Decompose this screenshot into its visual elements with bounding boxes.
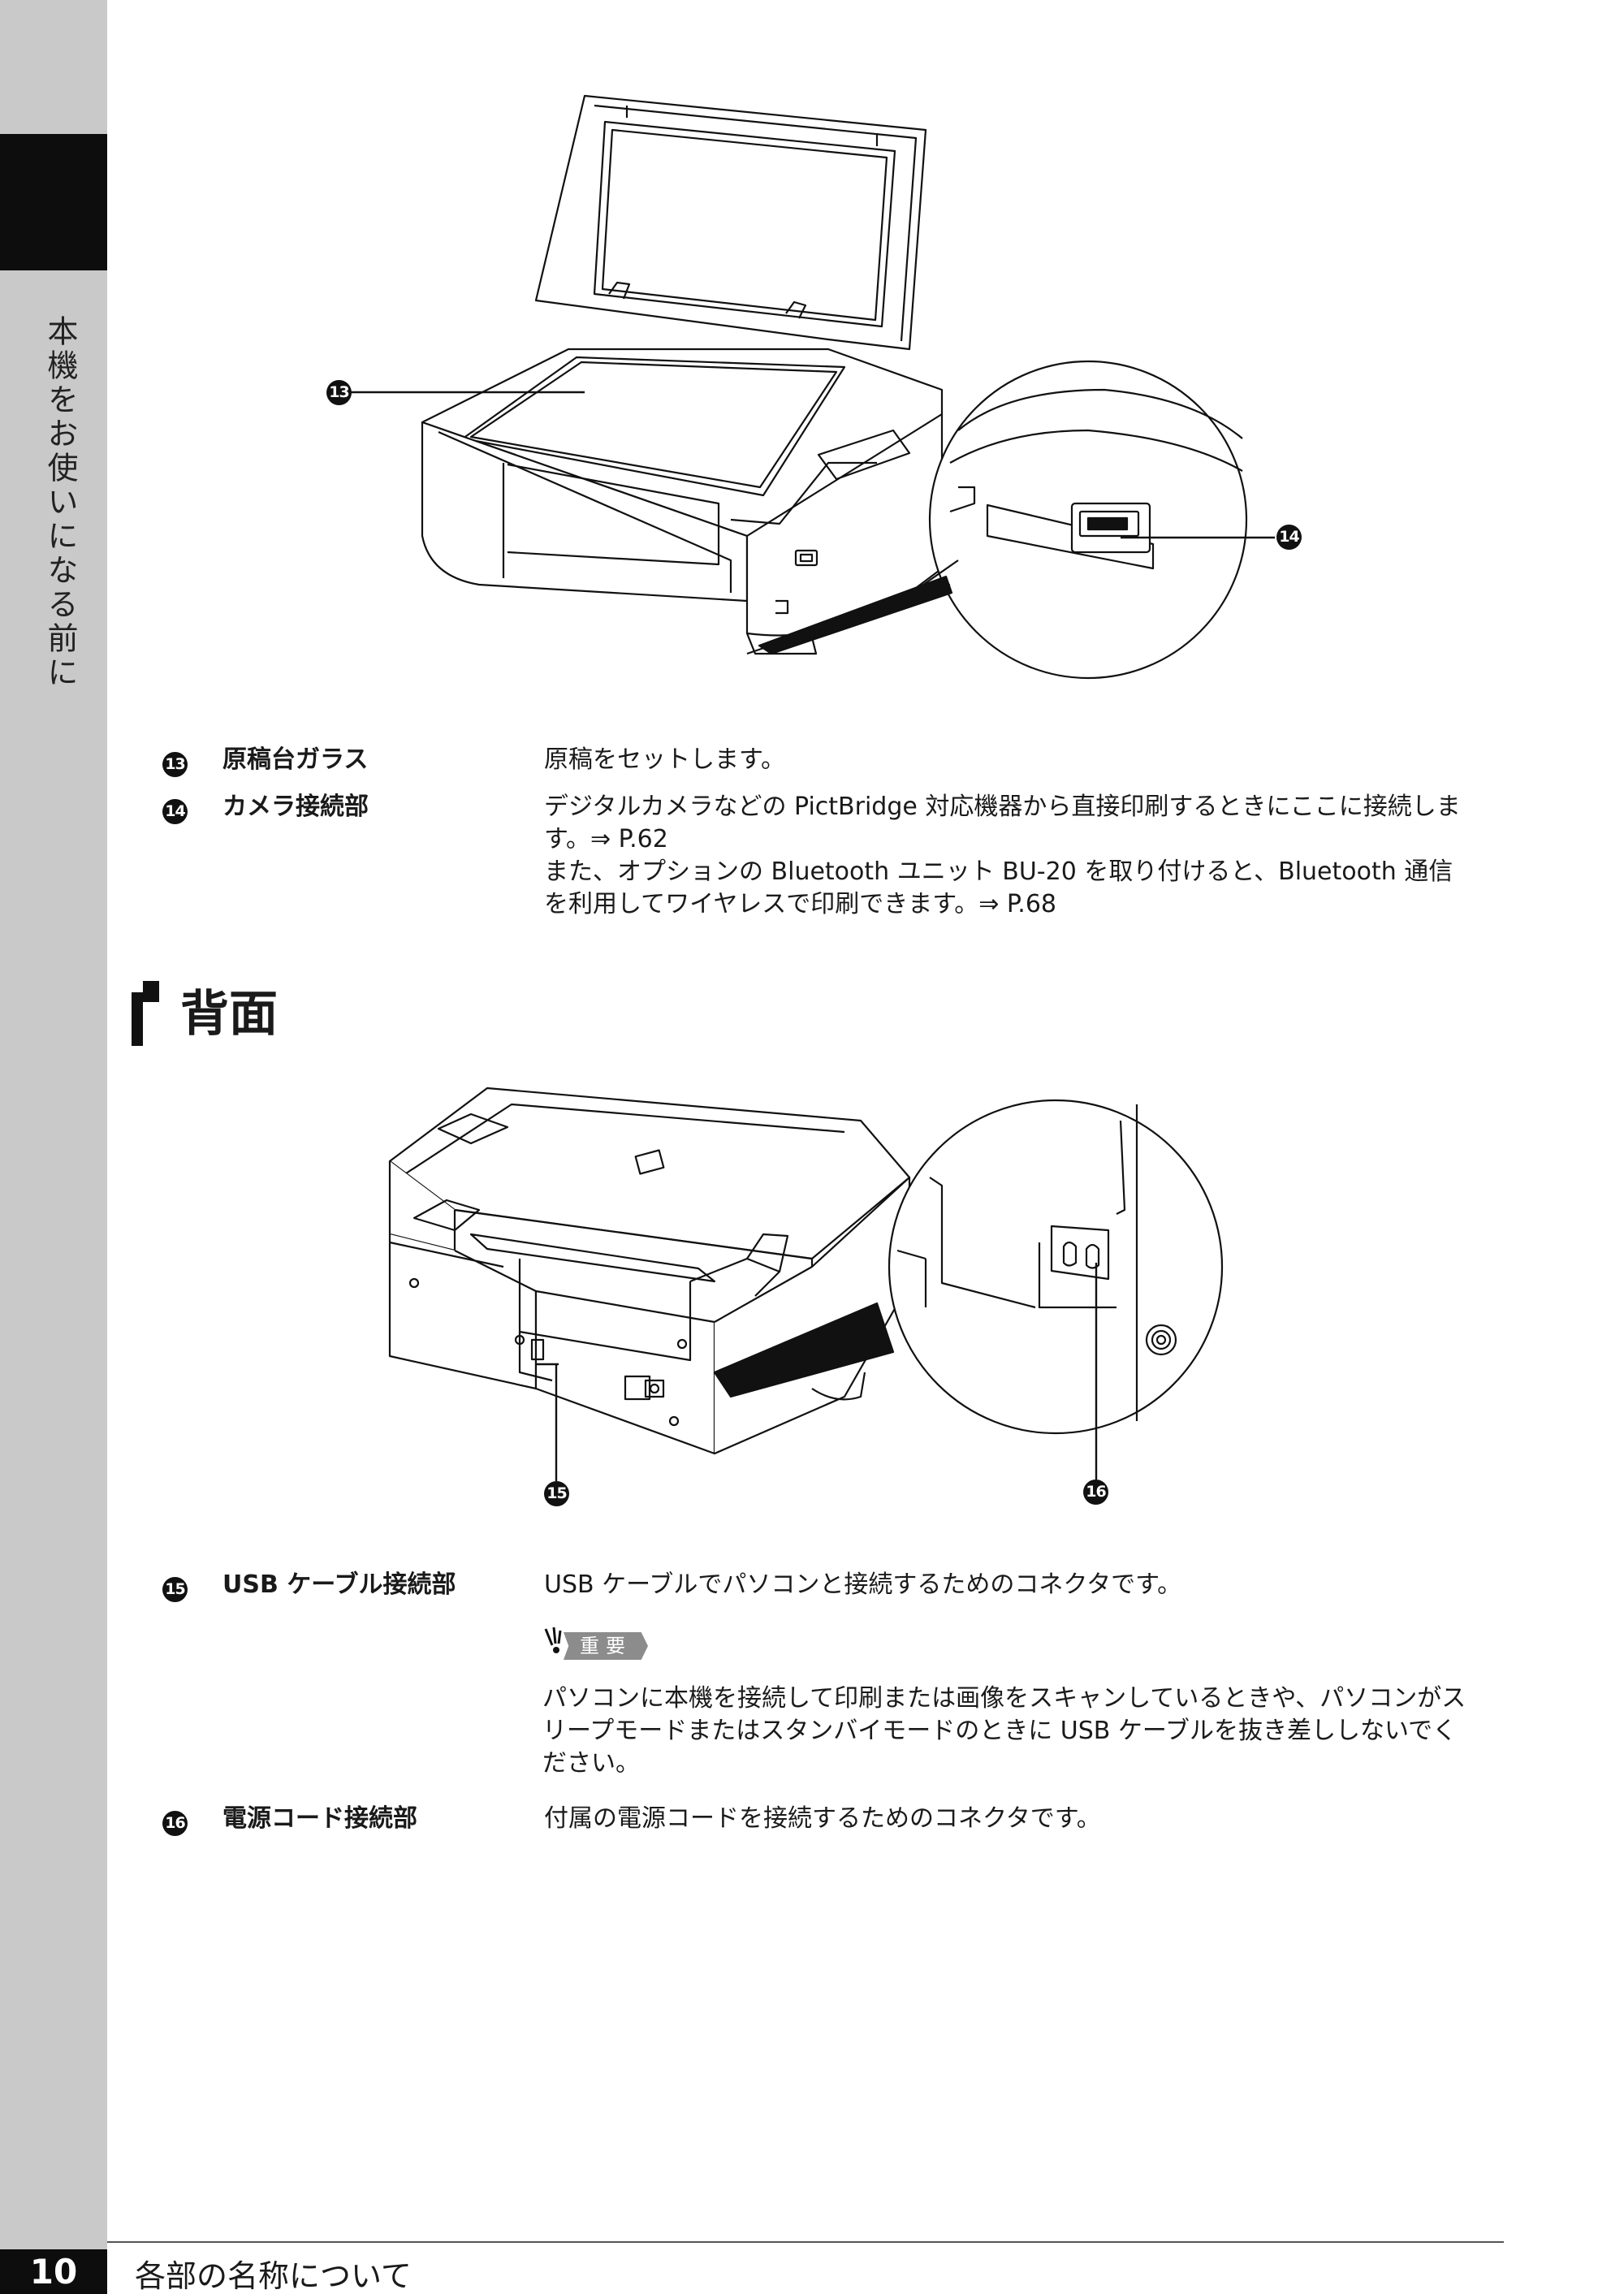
part-desc-15-line-1: USB ケーブルでパソコンと接続するためのコネクタです。 [544,1570,1182,1599]
part-number-14: 14 [162,799,188,824]
part-number-13: 13 [162,752,188,777]
important-note-line-3: ださい。 [542,1749,640,1778]
printer-rear-illustration: 15 16 [357,1064,1299,1519]
important-note-line-2: リープモードまたはスタンバイモードのときに USB ケーブルを抜き差ししないでく [542,1717,1458,1745]
part-desc-14-line-4: を利用してワイヤレスで印刷できます。⇒ P.68 [544,890,1057,918]
part-number-15: 15 [162,1577,188,1602]
callout-14-label: 14 [1276,525,1302,550]
part-name-15: USB ケーブル接続部 [222,1570,456,1599]
important-note-line-1: パソコンに本機を接続して印刷または画像をスキャンしているときや、パソコンがス [542,1684,1466,1713]
part-desc-13: 原稿をセットします。 [544,744,1510,776]
part-desc-14: デジタルカメラなどの PictBridge 対応機器から直接印刷するときにここに… [544,791,1510,921]
important-label: 重要 [564,1632,648,1660]
callout-16-label: 16 [1083,1480,1108,1505]
part-desc-15: USB ケーブルでパソコンと接続するためのコネクタです。 [544,1569,1510,1601]
important-badge: 重要 [542,1626,656,1663]
important-note: パソコンに本機を接続して印刷または画像をスキャンしているときや、パソコンがス リ… [542,1683,1517,1780]
side-tab-label: 本機をお使いになる前に [42,315,78,690]
callout-15-label: 15 [544,1481,569,1506]
section-title: 背面 [180,986,278,1043]
part-desc-16-line-1: 付属の電源コードを接続するためのコネクタです。 [544,1804,1101,1833]
part-desc-16: 付属の電源コードを接続するためのコネクタです。 [544,1803,1510,1835]
part-desc-14-line-2: す。⇒ P.62 [544,825,668,853]
part-name-13: 原稿台ガラス [222,745,369,774]
callout-13-label: 13 [326,380,352,405]
important-icon [544,1627,562,1653]
printer-open-cover-illustration: 13 14 [309,81,1315,682]
part-name-16: 電源コード接続部 [222,1804,417,1833]
part-name-14: カメラ接続部 [222,793,369,821]
section-heading-marker [132,981,159,1046]
footer-chapter-title: 各部の名称について [135,2258,412,2294]
side-tab-marker [0,134,107,270]
part-desc-13-line-1: 原稿をセットします。 [544,745,785,774]
page-number: 10 [0,2249,107,2294]
footer-rule [107,2241,1504,2243]
side-band [0,0,107,2294]
part-desc-14-line-1: デジタルカメラなどの PictBridge 対応機器から直接印刷するときにここに… [544,793,1461,821]
part-number-16: 16 [162,1811,188,1836]
part-desc-14-line-3: また、オプションの Bluetooth ユニット BU-20 を取り付けると、B… [544,858,1453,886]
